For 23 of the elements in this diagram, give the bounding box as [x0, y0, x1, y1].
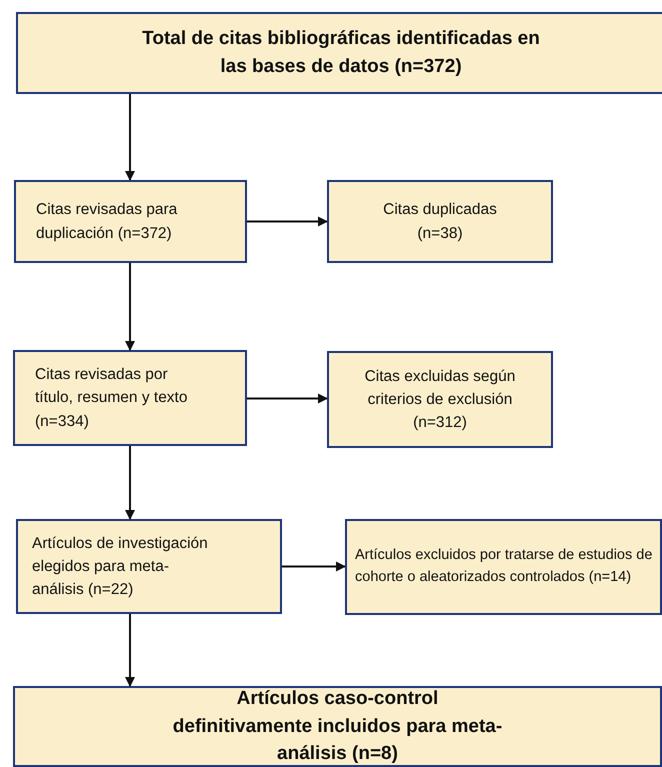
- process-box: [13, 350, 247, 446]
- arrow: [125, 263, 135, 351]
- box-text: Total de citas bibliográficas identificadas en las bases de datos (n=372): [141, 27, 541, 79]
- box-text: Citas excluidas según criterios de exclusión (n=312): [364, 366, 516, 434]
- arrow: [125, 94, 135, 181]
- arrow: [282, 562, 346, 572]
- arrow: [247, 216, 328, 226]
- box-text: Citas revisadas por título, resumen y texto (n=334): [35, 365, 188, 432]
- process-box: [16, 519, 282, 614]
- process-box: [327, 180, 553, 263]
- process-box: [16, 12, 662, 94]
- box-text: Artículos caso-control definitivamente incluidos para meta-análisis (n=8): [172, 687, 504, 766]
- process-box: [345, 519, 662, 615]
- box-text: Citas duplicadas (n=38): [382, 200, 498, 244]
- box-text: Artículos de investigación elegidos para meta-análisis (n=22): [32, 534, 209, 600]
- box-text: Artículos excluidos por tratarse de estudios de cohorte o aleatorizados controlados (n=14): [355, 546, 654, 587]
- arrow: [125, 446, 135, 520]
- process-box: [13, 686, 662, 767]
- arrow: [247, 394, 328, 404]
- process-box: [14, 180, 247, 263]
- process-box: [327, 351, 553, 448]
- arrow: [125, 614, 135, 687]
- box-text: Citas revisadas para duplicación (n=372): [36, 200, 178, 244]
